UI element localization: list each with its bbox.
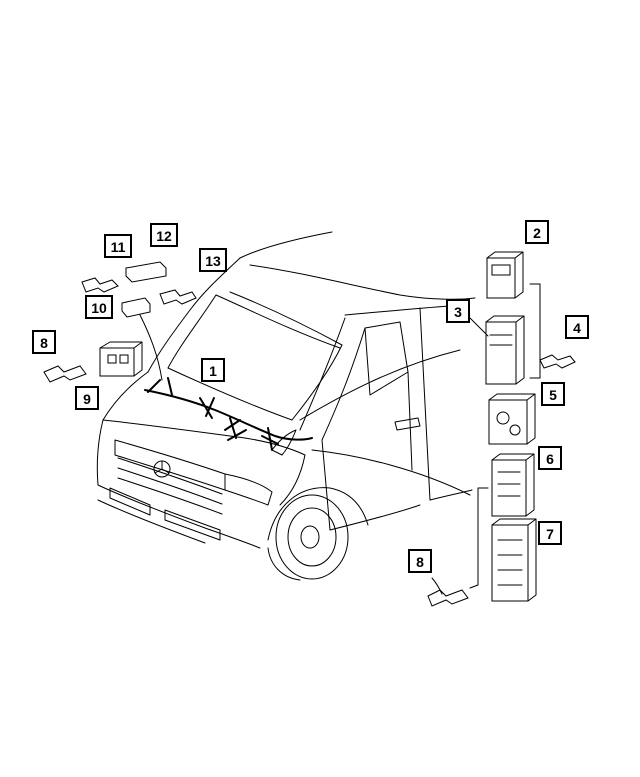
connector-part-7 (491, 524, 529, 602)
connector-part-10 (121, 297, 151, 318)
callout-number: 8 (40, 335, 48, 351)
callout-1: 1 (201, 358, 225, 382)
callout-box (538, 446, 562, 470)
callout-box (541, 382, 565, 406)
callout-8-bottom: 8 (408, 549, 432, 573)
callout-box (150, 223, 178, 247)
callout-number: 8 (416, 554, 424, 570)
callout-number: 4 (573, 320, 581, 336)
terminal-part-4 (539, 354, 576, 369)
connector-part-9 (99, 347, 135, 377)
relay-part-3 (485, 321, 517, 385)
van-illustration (96, 231, 476, 581)
callout-box (104, 234, 132, 258)
relay-part-12 (125, 261, 167, 283)
callout-4: 4 (565, 315, 589, 339)
callout-11: 11 (104, 234, 132, 258)
callout-number: 6 (546, 451, 554, 467)
terminal-part-13 (159, 289, 197, 305)
callout-number: 5 (549, 387, 557, 403)
connector-part-6 (491, 459, 527, 517)
callout-9: 9 (75, 386, 99, 410)
callout-number: 13 (205, 253, 221, 269)
terminal-part-11 (81, 277, 119, 293)
callout-box (75, 386, 99, 410)
wiring-harness (139, 314, 471, 496)
parts (43, 251, 576, 607)
callout-box (565, 315, 589, 339)
callout-5: 5 (541, 382, 565, 406)
callout-13: 13 (199, 248, 227, 272)
callout-box (32, 330, 56, 354)
callout-10: 10 (85, 295, 113, 319)
callout-3: 3 (446, 299, 470, 323)
relay-part-2 (486, 257, 516, 299)
callout-number: 2 (533, 225, 541, 241)
callout-number: 3 (454, 304, 462, 320)
callout-number: 12 (156, 228, 172, 244)
callout-box (446, 299, 470, 323)
callout-7: 7 (538, 521, 562, 545)
callout-box (525, 220, 549, 244)
callout-number: 11 (111, 239, 126, 255)
callout-2: 2 (525, 220, 549, 244)
callout-number: 9 (83, 391, 91, 407)
callout-number: 7 (546, 526, 554, 542)
callout-box (85, 295, 113, 319)
callout-box (199, 248, 227, 272)
callout-8-left: 8 (32, 330, 56, 354)
callout-number: 10 (91, 300, 107, 316)
callout-box (201, 358, 225, 382)
callout-6: 6 (538, 446, 562, 470)
callout-12: 12 (150, 223, 178, 247)
terminal-part-8-left (43, 365, 87, 383)
callout-box (538, 521, 562, 545)
callout-box (408, 549, 432, 573)
terminal-part-8-bottom (427, 589, 469, 607)
callout-number: 1 (209, 363, 217, 379)
